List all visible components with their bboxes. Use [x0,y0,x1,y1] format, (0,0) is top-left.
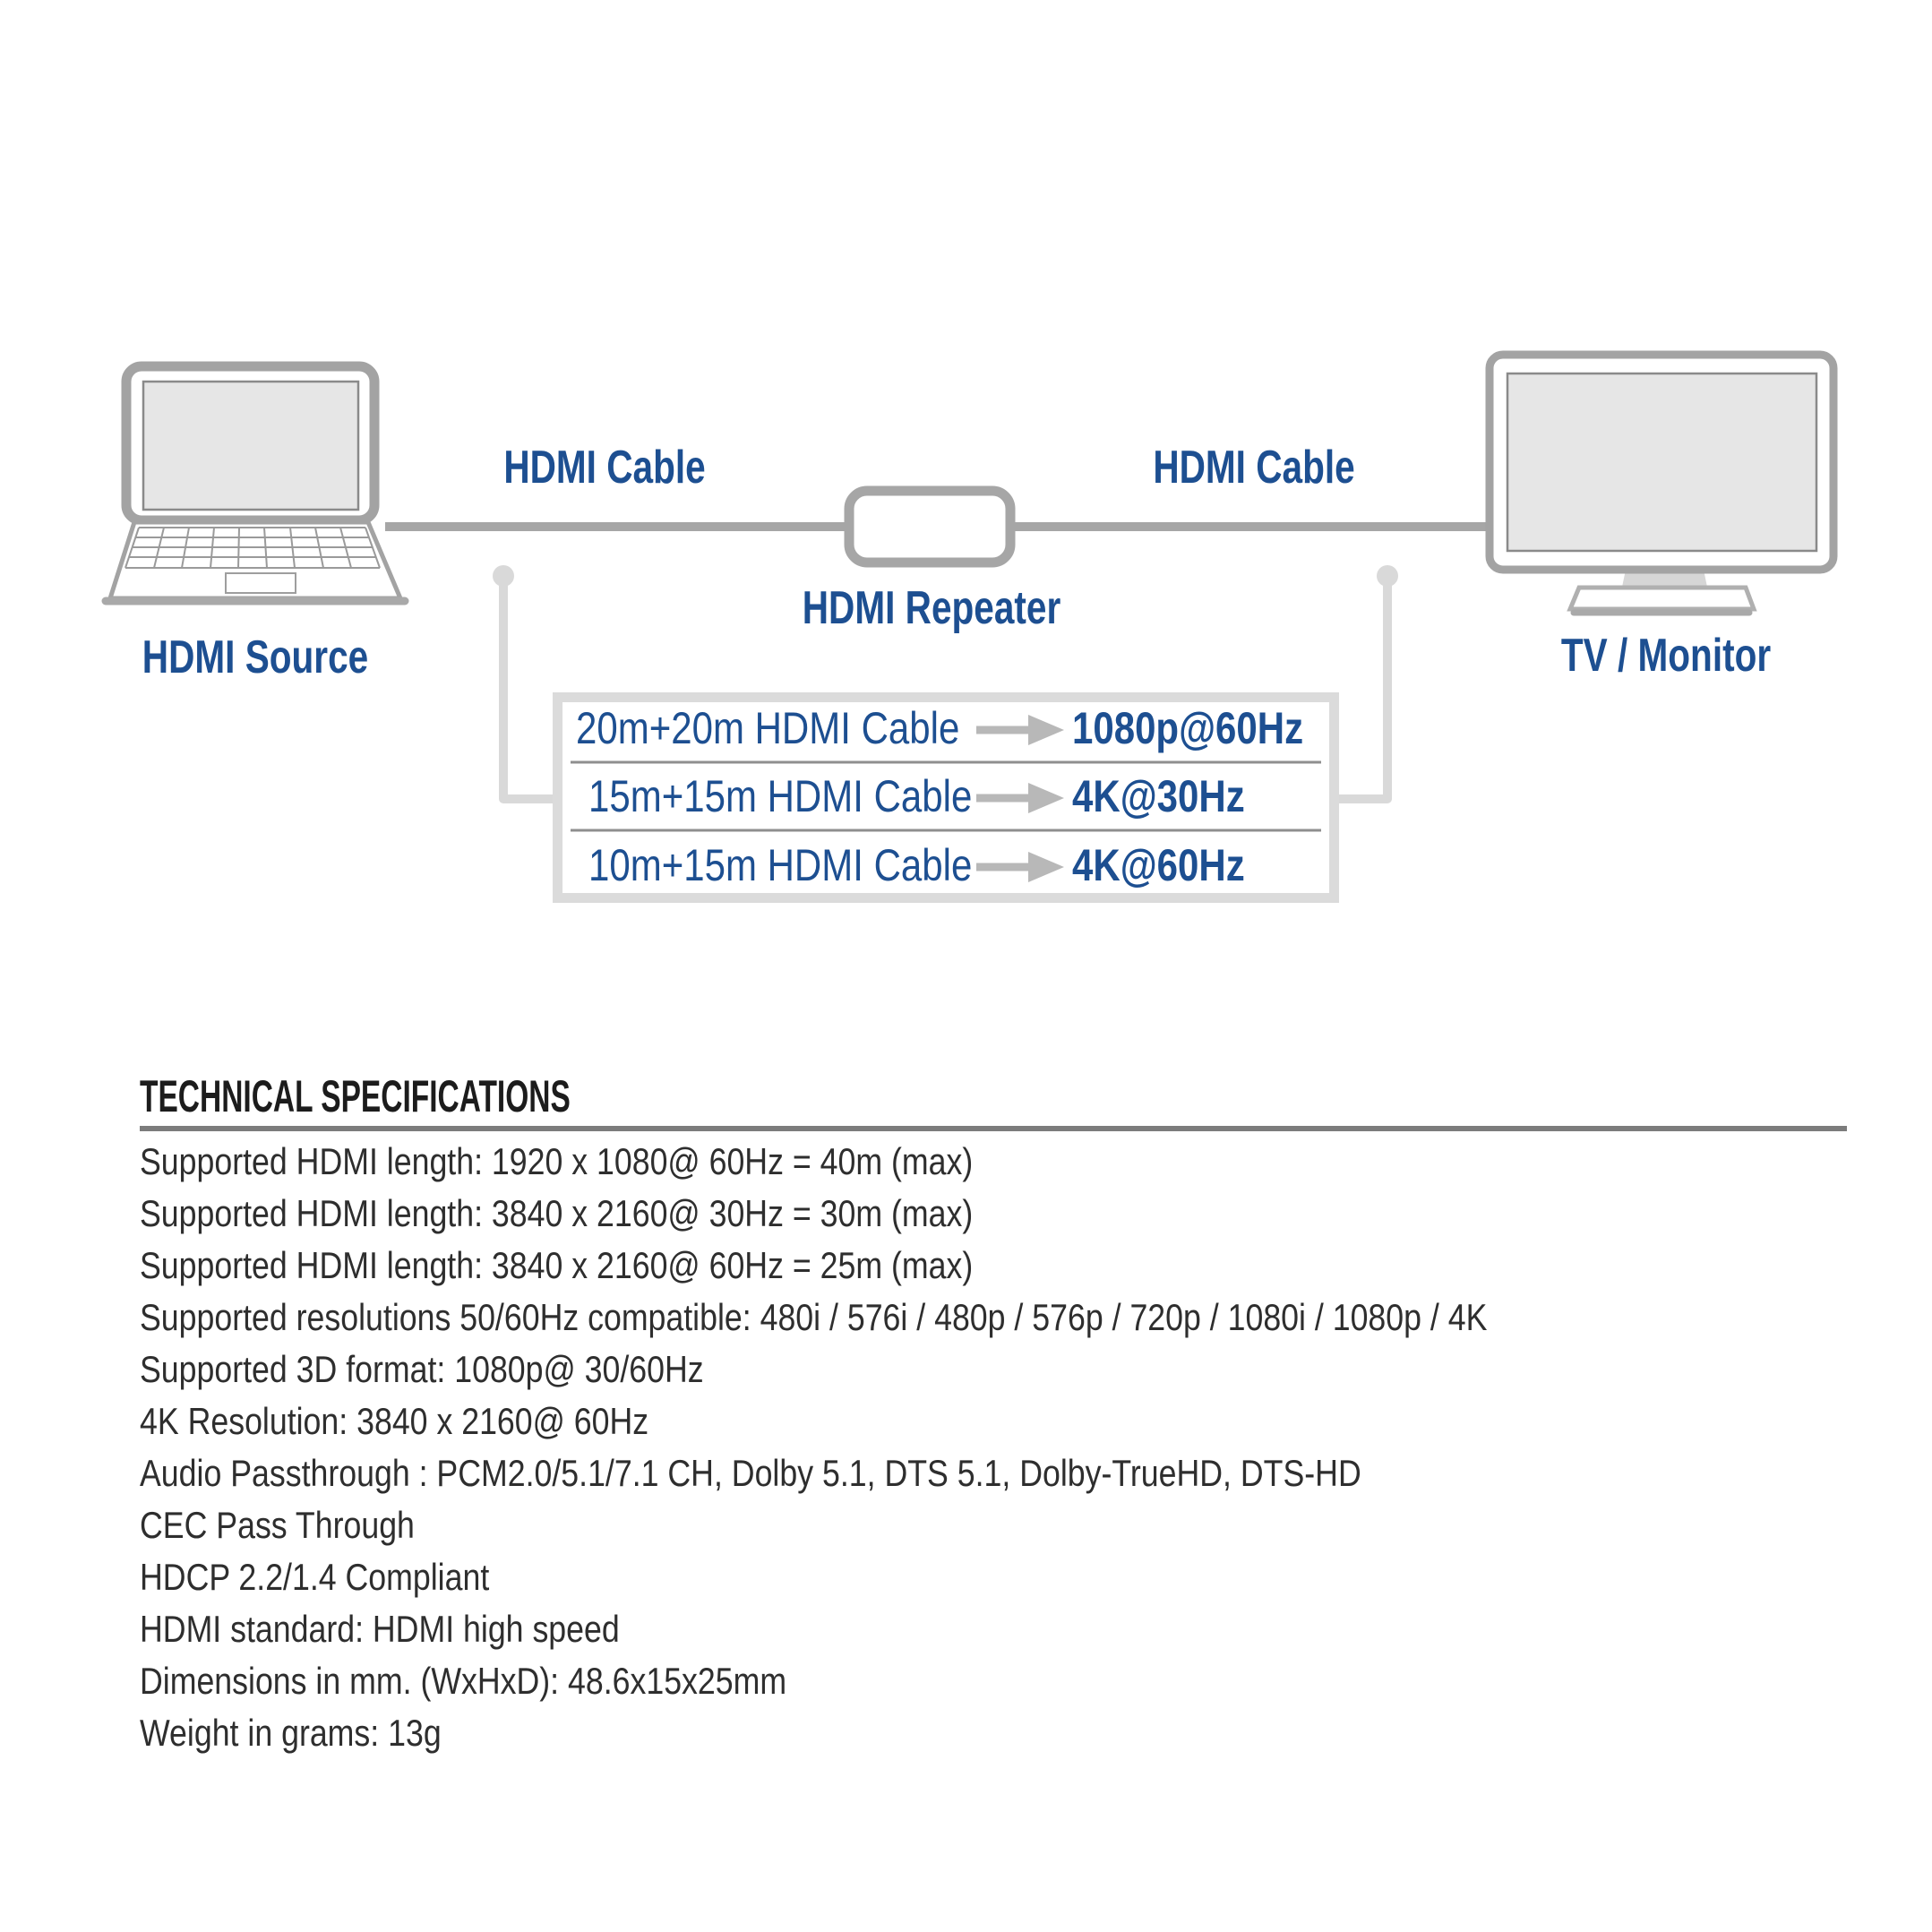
connector-left [493,565,555,803]
table-row-cable: 20m+20m HDMI Cable [576,703,960,753]
spec-line: HDMI standard: HDMI high speed [140,1608,620,1650]
table-row-cable: 10m+15m HDMI Cable [588,840,973,890]
hdmi-cable-label-right: HDMI Cable [1153,442,1355,494]
spec-line: Supported HDMI length: 3840 x 2160@ 30Hz… [140,1192,974,1234]
arrow-right-icon [976,783,1064,813]
laptop-trackpad [225,572,296,594]
arrow-right-icon [976,852,1064,882]
spec-line: CEC Pass Through [140,1504,415,1546]
spec-line: 4K Resolution: 3840 x 2160@ 60Hz [140,1400,649,1442]
keyboard-grid [125,527,381,569]
spec-line: Audio Passthrough : PCM2.0/5.1/7.1 CH, D… [140,1452,1361,1494]
table-row-result: 1080p@60Hz [1072,703,1304,753]
table-row-result: 4K@60Hz [1072,840,1245,890]
monitor-icon [1485,350,1838,616]
arrow-right-icon [976,715,1064,745]
table-row-cable: 15m+15m HDMI Cable [588,771,973,821]
laptop-screen [142,380,360,511]
monitor-screen [1506,372,1818,553]
tv-monitor-label: TV / Monitor [1560,630,1772,682]
spec-line: Weight in grams: 13g [140,1712,442,1754]
hdmi-repeater-label: HDMI Repeater [802,582,1061,634]
connector-dot-right [1377,565,1398,587]
table-row-result: 4K@30Hz [1072,771,1245,821]
connector-dot-left [493,565,514,587]
spec-table-frame [553,692,1339,903]
hdmi-source-label: HDMI Source [142,631,369,683]
spec-line: HDCP 2.2/1.4 Compliant [140,1556,490,1598]
spec-line: Supported resolutions 50/60Hz compatible… [140,1296,1488,1338]
hdmi-cable-label-left: HDMI Cable [503,442,706,494]
specs-list: Supported HDMI length: 1920 x 1080@ 60Hz… [140,1136,1725,1759]
spec-line: Supported HDMI length: 3840 x 2160@ 60Hz… [140,1244,974,1286]
specs-title: TECHNICAL SPECIFICATIONS [140,1071,571,1121]
laptop-icon [101,361,409,605]
spec-line: Supported HDMI length: 1920 x 1080@ 60Hz… [140,1140,974,1182]
spec-line: Supported 3D format: 1080p@ 30/60Hz [140,1348,704,1390]
spec-line: Dimensions in mm. (WxHxD): 48.6x15x25mm [140,1660,787,1702]
repeater-box [844,485,1016,568]
specs-divider [140,1126,1847,1131]
connector-right [1336,565,1398,803]
monitor-base [1567,585,1757,612]
